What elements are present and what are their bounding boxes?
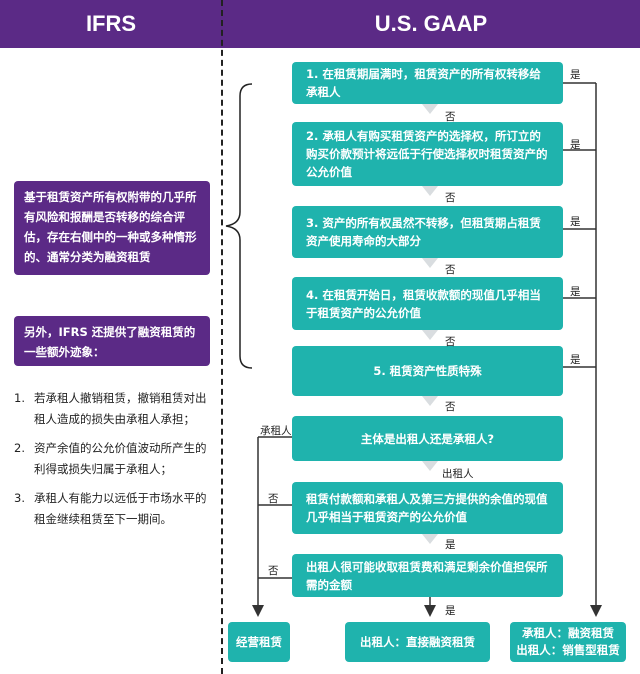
down-arrows — [422, 104, 438, 544]
yes-label: 是 — [570, 69, 581, 81]
yes-label: 是 — [570, 286, 581, 298]
criterion-1-node: 1. 在租赁期届满时，租赁资产的所有权转移给承租人 — [292, 62, 563, 104]
collectibility-test-node: 出租人很可能收取租赁费和满足剩余价值担保所需的金额 — [292, 554, 563, 597]
criterion-5-node: 5. 租赁资产性质特殊 — [292, 346, 563, 396]
no-label: 否 — [445, 336, 456, 348]
no-label: 否 — [445, 192, 456, 204]
down-arrow — [422, 258, 438, 268]
lessor-or-lessee-node: 主体是出租人还是承租人? — [292, 416, 563, 461]
yes-label: 是 — [570, 216, 581, 228]
direct-financing-lease-outcome: 出租人：直接融资租赁 — [345, 622, 490, 662]
ifrs-additional-indicators-box: 另外，IFRS 还提供了融资租赁的一些额外迹象： — [14, 316, 210, 366]
list-item: 2.资产余值的公允价值波动所产生的利得或损失归属于承租人； — [14, 441, 207, 476]
ifrs-header: IFRS — [0, 0, 222, 48]
present-value-test-node: 租赁付款额和承租人及第三方提供的余值的现值几乎相当于租赁资产的公允价值 — [292, 482, 563, 534]
yes-label: 是 — [445, 539, 456, 551]
yes-label: 是 — [570, 354, 581, 366]
no-label: 否 — [268, 493, 279, 505]
ifrs-brace — [225, 83, 253, 369]
criterion-2-node: 2. 承租人有购买租赁资产的选择权，所订立的购买价款预计将远低于行使选择权时租赁… — [292, 122, 563, 186]
ifrs-indicator-list: 1.若承租人撤销租赁，撤销租赁对出租人造成的损失由承租人承担； 2.资产余值的公… — [14, 388, 214, 538]
operating-lease-outcome: 经营租赁 — [228, 622, 290, 662]
finance-sales-type-outcome: 承租人：融资租赁 出租人：销售型租赁 — [510, 622, 626, 662]
down-arrow — [422, 186, 438, 196]
down-arrow — [422, 534, 438, 544]
list-item: 3.承租人有能力以远低于市场水平的租金继续租赁至下一期间。 — [14, 491, 207, 526]
no-label: 否 — [445, 264, 456, 276]
down-arrow — [422, 396, 438, 406]
criterion-4-node: 4. 在租赁开始日，租赁收款额的现值几乎相当于租赁资产的公允价值 — [292, 277, 563, 330]
no-label: 否 — [445, 111, 456, 123]
lessor-label: 出租人 — [442, 468, 474, 480]
yes-label: 是 — [445, 605, 456, 617]
ifrs-classification-box: 基于租赁资产所有权附带的几乎所有风险和报酬是否转移的综合评估，存在右侧中的一种或… — [14, 181, 210, 275]
down-arrow — [422, 104, 438, 114]
lessee-label: 承租人 — [260, 425, 292, 437]
down-arrow — [422, 461, 438, 471]
criterion-3-node: 3. 资产的所有权虽然不转移，但租赁期占租赁资产使用寿命的大部分 — [292, 206, 563, 258]
no-label: 否 — [268, 565, 279, 577]
list-item: 1.若承租人撤销租赁，撤销租赁对出租人造成的损失由承租人承担； — [14, 391, 207, 426]
column-divider — [221, 0, 223, 674]
down-arrow — [422, 330, 438, 340]
no-label: 否 — [445, 401, 456, 413]
yes-label: 是 — [570, 139, 581, 151]
us-gaap-header: U.S. GAAP — [222, 0, 640, 48]
